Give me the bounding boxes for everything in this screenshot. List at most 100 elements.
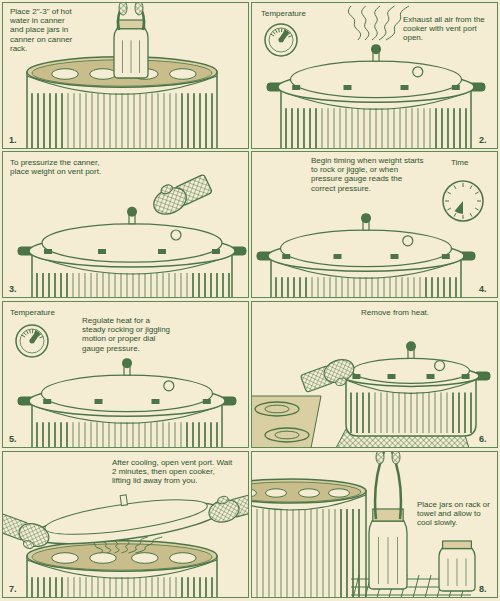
canner-rib	[66, 273, 68, 298]
canner-rib	[435, 108, 437, 149]
lid-clamp	[95, 399, 103, 404]
canner-rib	[340, 108, 341, 149]
jar-body	[114, 29, 148, 78]
canner-rib	[54, 273, 56, 298]
vent-port	[120, 495, 127, 506]
canner-rib	[430, 108, 431, 149]
canner-rib	[210, 273, 212, 298]
canner-rib	[388, 108, 389, 149]
canner-rib	[163, 422, 164, 448]
gauge-label: Time	[450, 158, 469, 167]
instruction-text: Remove from heat.	[360, 308, 472, 317]
canner-rib	[411, 392, 412, 433]
canner-rib	[352, 108, 353, 149]
jar-lifter	[375, 451, 401, 519]
canner-rib	[458, 392, 460, 433]
lid-clamp	[203, 399, 211, 404]
canner-rib	[455, 277, 457, 298]
step-number: 8.	[478, 584, 488, 594]
canner-rib	[145, 422, 146, 448]
canner-rib	[324, 277, 325, 298]
pressure-canner	[27, 541, 217, 598]
lifted-lid	[29, 482, 223, 552]
canner-rib	[216, 422, 218, 448]
instruction-text: Exhaust all air from the cooker with ven…	[402, 15, 494, 43]
steam	[136, 537, 163, 553]
canner-rib	[152, 577, 153, 598]
canner-rib	[465, 108, 467, 149]
jar-lid	[52, 69, 79, 80]
canner-rib	[55, 93, 57, 149]
gauge-tick	[24, 332, 27, 335]
cooling-rack	[413, 575, 419, 598]
step-panel: TemperatureExhaust all air from the cook…	[251, 2, 498, 149]
canner-rib	[354, 277, 355, 298]
jar-lid	[170, 553, 197, 564]
lifter-grip	[119, 2, 127, 15]
pressure-canner	[267, 44, 485, 149]
canner-rib	[79, 273, 80, 298]
burner	[275, 431, 299, 439]
jar-body	[439, 549, 475, 592]
canning-jar	[439, 541, 475, 591]
canner-rib	[92, 577, 93, 598]
instruction-text: Regulate heat for a steady rocking or ji…	[81, 316, 175, 353]
canner-rib	[49, 93, 51, 149]
canner-rib	[406, 108, 407, 149]
weight	[371, 44, 381, 54]
jar-shine	[139, 40, 140, 73]
canner-rib	[158, 93, 159, 149]
canner-rib	[192, 273, 194, 298]
jar-lid	[90, 553, 117, 564]
canner-rib	[128, 577, 129, 598]
dial-gauge	[164, 381, 174, 391]
canner-rib	[73, 273, 74, 298]
canner-rib	[396, 277, 397, 298]
canner-rib	[164, 577, 165, 598]
canner-rib	[86, 577, 87, 598]
canner-rib	[312, 277, 313, 298]
dial-gauge	[413, 67, 423, 77]
canner-rib	[158, 577, 159, 598]
canner-rib	[121, 273, 122, 298]
lid-clamp	[462, 374, 470, 379]
gauge-hub	[279, 38, 284, 43]
canner-rib	[370, 108, 371, 149]
canner-rib	[43, 577, 45, 598]
lifter-grip	[392, 451, 400, 464]
canner-rib	[293, 277, 295, 298]
canner-rib	[330, 277, 331, 298]
instruction-text: Begin timing when weight starts to rock …	[310, 156, 426, 193]
step-panel: Place jars on rack or towel and allow to…	[251, 451, 498, 598]
steam	[129, 537, 148, 553]
canner-rib	[375, 392, 376, 433]
canner-rib	[199, 577, 201, 598]
jar-shine	[122, 40, 123, 73]
canner-rib	[346, 509, 348, 598]
canning-jar	[369, 509, 407, 589]
gauge-tick	[275, 29, 277, 33]
canner-rib	[163, 273, 164, 298]
canner-rib	[85, 422, 86, 448]
lid-clamp	[98, 249, 106, 254]
canner-rib	[85, 273, 86, 298]
canner-rib	[336, 277, 337, 298]
canner-rib	[169, 273, 170, 298]
canner-rib	[110, 93, 111, 149]
canner-rib	[402, 277, 403, 298]
step-panel: TemperatureRegulate heat for a steady ro…	[2, 301, 249, 448]
jar-lid	[170, 69, 197, 80]
lid-dome	[291, 61, 462, 97]
canner-rib	[80, 577, 81, 598]
jar-band	[373, 509, 403, 521]
canner-rib	[115, 422, 116, 448]
burner	[255, 402, 299, 416]
canner-rib	[435, 392, 436, 433]
canner-rib	[431, 277, 433, 298]
step-number: 6.	[478, 434, 488, 444]
canner-rib	[48, 273, 50, 298]
canner-rib	[420, 277, 421, 298]
canner-rib	[287, 509, 288, 598]
step-panel: To pressurize the canner, place weight o…	[2, 151, 249, 298]
canner-rib	[263, 509, 264, 598]
